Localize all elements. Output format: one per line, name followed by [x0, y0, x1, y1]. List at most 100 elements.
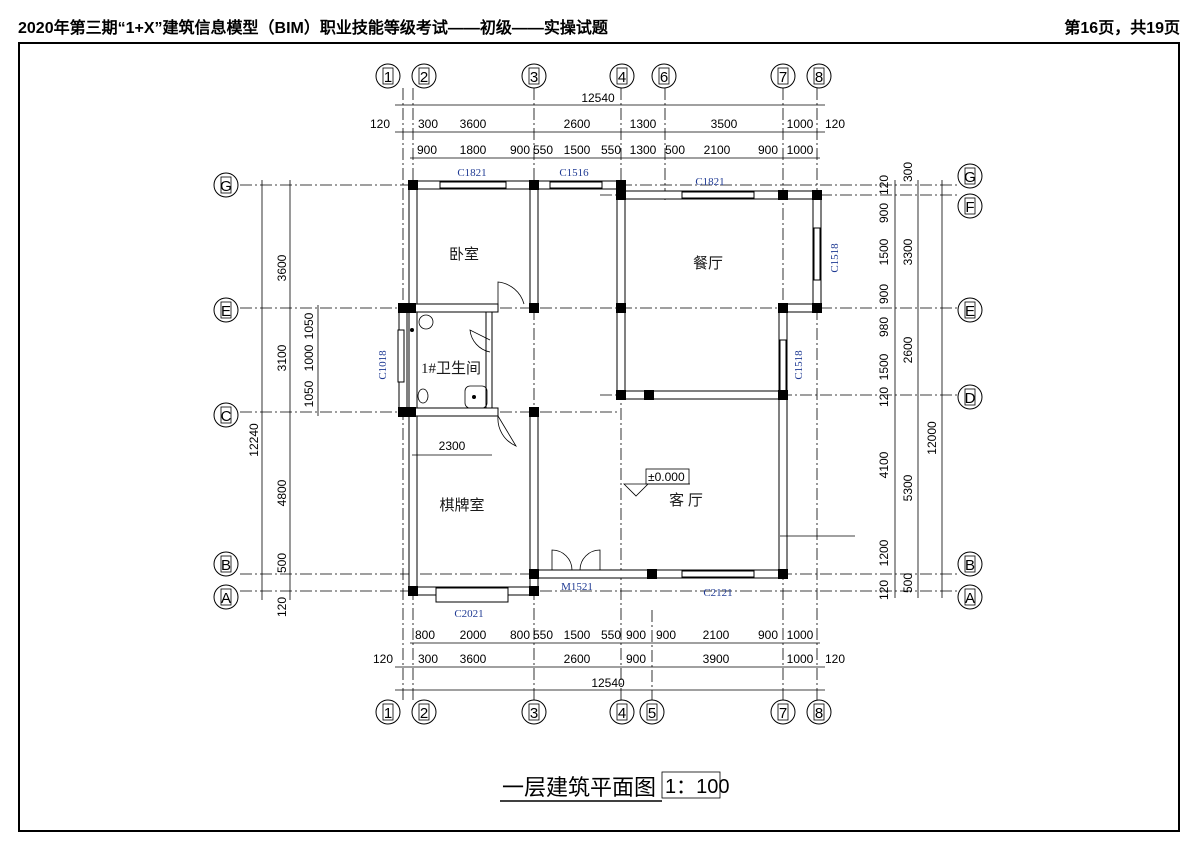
dimension-label: 500 [901, 573, 915, 593]
axis-label: 4 [618, 69, 626, 86]
dimension-label: 3600 [275, 254, 289, 281]
dimension-label: 2100 [704, 143, 731, 157]
axis-bubble: 2 [411, 63, 437, 89]
axis-label: A [965, 590, 975, 607]
dimension-label: 1000 [787, 628, 814, 642]
dimension-label: 1000 [302, 344, 316, 371]
opening-label: C2021 [454, 608, 483, 620]
dimension-label: 3600 [460, 117, 487, 131]
dimension-label: 300 [418, 117, 438, 131]
axis-bubble: G [957, 163, 983, 189]
dimension-label: 900 [626, 652, 646, 666]
dimension-label: 1300 [630, 117, 657, 131]
axis-label: 7 [779, 705, 787, 722]
axis-bubble: 1 [375, 63, 401, 89]
dimension-label: 120 [877, 175, 891, 195]
axis-bubble: 5 [639, 699, 665, 725]
dimension-label: 800 [510, 628, 530, 642]
axis-bubble: 7 [770, 699, 796, 725]
dimension-label: 3900 [703, 652, 730, 666]
axis-bubble: 2 [411, 699, 437, 725]
dimension-label: 120 [825, 117, 845, 131]
axis-label: C [221, 408, 232, 425]
drawing-title: 一层建筑平面图 [502, 775, 656, 800]
room-label: 卧室 [449, 246, 479, 263]
room-label: 棋牌室 [439, 497, 484, 514]
dimension-label: 3300 [901, 238, 915, 265]
dimension-label: 2600 [564, 117, 591, 131]
dimension-label: 900 [758, 143, 778, 157]
axis-bubble: 7 [770, 63, 796, 89]
opening-label: C1018 [377, 350, 389, 380]
dimension-label: 900 [758, 628, 778, 642]
dimension-label: 4100 [877, 451, 891, 478]
dimension-label: 900 [656, 628, 676, 642]
axis-bubble: D [957, 384, 983, 410]
elevation-marker: ±0.000 [623, 468, 690, 497]
axis-bubble: B [213, 551, 239, 577]
axis-bubble: 8 [806, 699, 832, 725]
axis-bubble: E [957, 297, 983, 323]
dimension-label: 120 [825, 652, 845, 666]
axis-label: G [220, 178, 232, 195]
columns [398, 180, 822, 596]
dimension-label: 1800 [460, 143, 487, 157]
axis-bubble: 6 [651, 63, 677, 89]
dimension-label: 900 [877, 203, 891, 223]
dimension-label: 900 [877, 284, 891, 304]
opening-label: M1521 [561, 581, 593, 593]
dimension-label: 550 [601, 143, 621, 157]
axis-label: 2 [420, 69, 428, 86]
dimension-label: 3600 [460, 652, 487, 666]
axis-bubble: 4 [609, 699, 635, 725]
axis-label: 3 [530, 705, 538, 722]
axis-label: 4 [618, 705, 626, 722]
dimension-label: 1500 [564, 628, 591, 642]
axis-bubble: C [213, 402, 239, 428]
axis-label: 3 [530, 69, 538, 86]
axis-bubble: 4 [609, 63, 635, 89]
dimension-label: 3100 [275, 344, 289, 371]
dimension-label: 1050 [302, 312, 316, 339]
dimension-label: 120 [370, 117, 390, 131]
dimension-label: 1200 [877, 539, 891, 566]
opening-label: C1516 [559, 167, 589, 179]
axis-bubble: A [957, 584, 983, 610]
dimension-label: 500 [275, 553, 289, 573]
dimension-label: 900 [510, 143, 530, 157]
opening-label: C1821 [457, 167, 486, 179]
dimension-label: 120 [373, 652, 393, 666]
axis-bubble: 3 [521, 63, 547, 89]
drawing-title-block: 一层建筑平面图 1：100 [500, 771, 730, 802]
axis-bubble: G [213, 172, 239, 198]
document-title: 2020年第三期“1+X”建筑信息模型（BIM）职业技能等级考试——初级——实操… [18, 20, 608, 37]
drawing-frame [18, 42, 1180, 832]
axis-label: 1 [384, 705, 392, 722]
dimension-total: 12000 [925, 421, 939, 455]
axis-label: 6 [660, 69, 668, 86]
dimension-label: 2600 [564, 652, 591, 666]
axis-label: B [965, 557, 975, 574]
axis-label: 2 [420, 705, 428, 722]
opening-label: C1518 [793, 350, 805, 380]
dimension-total: 12240 [247, 423, 261, 457]
axis-bubble: 1 [375, 699, 401, 725]
opening-label: C2121 [703, 587, 732, 599]
dimension-label: 1500 [877, 238, 891, 265]
axis-label: D [965, 390, 976, 407]
axis-label: 8 [815, 69, 823, 86]
axis-label: 8 [815, 705, 823, 722]
dimension-label: 550 [533, 143, 553, 157]
dimension-label: 550 [601, 628, 621, 642]
dimension-label: 1300 [630, 143, 657, 157]
axis-bubble: E [213, 297, 239, 323]
axis-label: G [964, 169, 976, 186]
dimension-label: 2100 [703, 628, 730, 642]
dimension-label: 500 [665, 143, 685, 157]
drawing-scale: 1：100 [665, 776, 730, 798]
dimension-label: 980 [877, 317, 891, 337]
dimension-label: 1000 [787, 652, 814, 666]
dimension-label: 3500 [711, 117, 738, 131]
dimension-label: 2000 [460, 628, 487, 642]
